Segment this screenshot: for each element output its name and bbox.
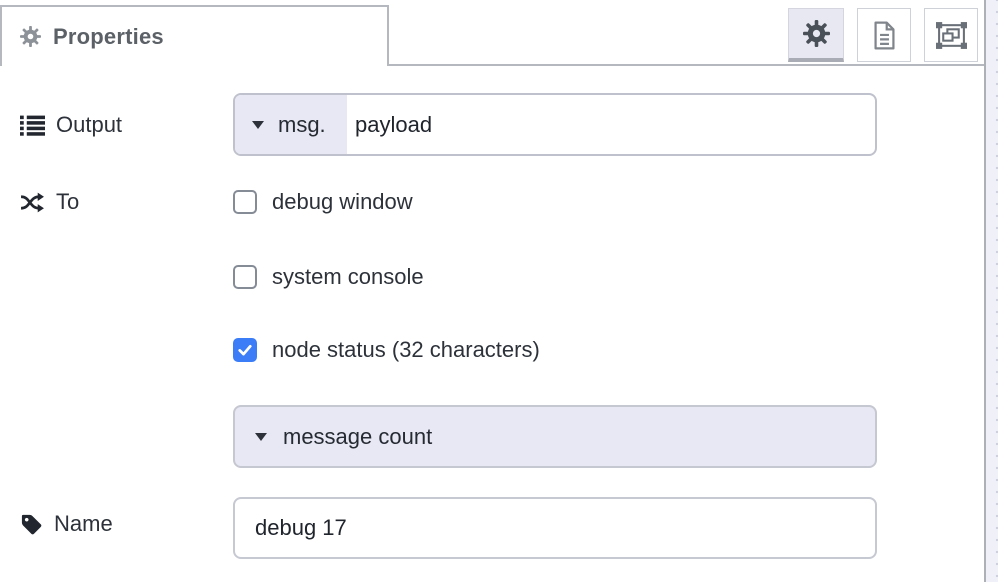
- output-property-input[interactable]: [347, 95, 875, 154]
- chevron-down-icon: [252, 120, 264, 129]
- output-type-value: msg.: [278, 111, 326, 137]
- name-input[interactable]: [233, 497, 877, 559]
- output-row-label: Output: [20, 94, 122, 156]
- status-type-value: message count: [283, 423, 433, 449]
- chevron-down-icon: [255, 432, 267, 441]
- to-label: To: [56, 189, 80, 214]
- tag-icon: [20, 513, 43, 536]
- checkbox-debug-window[interactable]: [233, 190, 257, 214]
- name-row-label: Name: [20, 493, 113, 555]
- checkbox-label: system console: [272, 264, 424, 289]
- properties-tab-button[interactable]: [788, 8, 844, 62]
- description-tab-button[interactable]: [857, 8, 911, 62]
- to-row-label: To: [20, 172, 79, 232]
- output-typed-input: msg.: [233, 93, 877, 156]
- shuffle-icon: [20, 191, 45, 214]
- output-type-dropdown[interactable]: msg.: [235, 95, 347, 154]
- gear-icon: [802, 20, 830, 47]
- tab-bar-divider: [389, 64, 986, 66]
- object-group-icon: [935, 21, 967, 49]
- checkbox-label: node status (32 characters): [272, 337, 540, 362]
- check-icon: [238, 344, 252, 356]
- output-property-field-wrap: [347, 95, 875, 154]
- name-label: Name: [54, 511, 113, 536]
- document-icon: [872, 21, 897, 50]
- list-icon: [20, 115, 45, 136]
- gear-icon: [20, 26, 41, 47]
- checkbox-system-console[interactable]: [233, 265, 257, 289]
- checkbox-row-node-status[interactable]: node status (32 characters): [233, 336, 540, 364]
- panel-right-border: [984, 0, 986, 582]
- canvas-grid-strip: [986, 0, 998, 582]
- appearance-tab-button[interactable]: [924, 8, 978, 62]
- checkbox-label: debug window: [272, 189, 413, 214]
- checkbox-row-debug-window[interactable]: debug window: [233, 188, 413, 216]
- output-label: Output: [56, 112, 123, 137]
- checkbox-node-status[interactable]: [233, 338, 257, 362]
- checkbox-row-system-console[interactable]: system console: [233, 263, 424, 291]
- panel-title: Properties: [53, 23, 164, 49]
- tab-properties[interactable]: Properties: [0, 5, 389, 66]
- status-type-dropdown[interactable]: message count: [233, 405, 877, 468]
